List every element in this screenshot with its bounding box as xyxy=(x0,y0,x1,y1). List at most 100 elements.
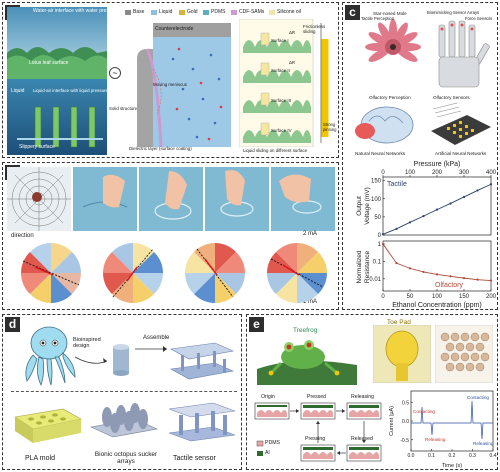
force-sensors-label: Force Sensors xyxy=(465,16,493,21)
touch-image-4 xyxy=(271,167,335,231)
natural-nn-label: Natural Neural Networks xyxy=(355,151,406,156)
olf-xlabel: Ethanol Concentration (ppm) xyxy=(392,302,482,309)
legend-swatch-oil xyxy=(269,10,275,15)
direction-label: direction xyxy=(11,233,34,239)
legend-gold: Gold xyxy=(187,9,198,15)
tactile-plot-frame xyxy=(382,176,492,236)
tactile-point xyxy=(422,215,425,218)
tactile-point xyxy=(462,195,466,199)
touch-image-1 xyxy=(73,167,137,231)
tactile-point xyxy=(408,221,412,224)
olf-point xyxy=(489,279,493,282)
contacting-label-1: Contacting xyxy=(413,409,435,414)
olf-point xyxy=(408,267,412,270)
tactile-point xyxy=(381,233,385,236)
toe-pad-label: Toe Pad xyxy=(387,319,411,326)
olf-point xyxy=(462,277,466,280)
bioinspired-label: Bioinspired design xyxy=(73,337,101,350)
panel-label-d: d xyxy=(5,317,20,332)
legend-pdms: PDMS xyxy=(211,9,226,15)
dielectric-label: Dielectric layer (surface coating) xyxy=(129,146,192,151)
current-xlabel: Time (s) xyxy=(442,463,462,469)
tactile-point xyxy=(435,208,439,211)
contacting-label-2: Contacting xyxy=(467,395,489,400)
olf-point xyxy=(449,275,452,278)
legend-al-e: Al xyxy=(265,450,270,456)
surface-2-label: Surface II xyxy=(271,68,290,73)
assembled-illustration xyxy=(170,342,235,380)
current-xtick-label: 0.2 xyxy=(449,453,456,459)
tactile-xtick-label: 200 xyxy=(432,170,443,176)
current-trace xyxy=(411,400,493,440)
releasing-label-2: Releasing xyxy=(473,441,494,446)
droplet-schematic xyxy=(137,23,231,148)
olfactory-perception-label: Olfactory Perception xyxy=(369,95,411,100)
polar-map-4 xyxy=(267,243,327,303)
olf-xtick-label: 100 xyxy=(432,294,443,300)
tactile-xtick-label: 400 xyxy=(486,170,497,176)
legend-swatch-liquid xyxy=(151,10,157,15)
current-ytick-label: -0.5 xyxy=(400,438,409,444)
toe-pad-illustration xyxy=(373,325,431,383)
biomimicking-label: Biomimicking Sensor Arrays xyxy=(427,10,480,15)
pressing-label: Pressing xyxy=(305,436,326,442)
releasing-label-1: Releasing xyxy=(425,437,446,442)
material-legend: Base Liquid Gold PDMS CDF-SAMs Silicone … xyxy=(125,9,335,17)
current-ytick-label: 0.5 xyxy=(402,400,409,406)
olf-point xyxy=(381,242,385,246)
octopus-illustration xyxy=(25,326,76,387)
tactile-point xyxy=(449,202,452,205)
touch-image-3 xyxy=(205,167,269,231)
legend-liquid: Liquid xyxy=(159,9,173,15)
micro-hex-illustration xyxy=(435,325,493,383)
panel-label-c: c xyxy=(345,5,360,20)
olf-series-label: Olfactory xyxy=(435,282,464,289)
assemble-label: Assemble xyxy=(143,335,170,341)
legend-oil: Silicone oil xyxy=(277,9,301,15)
tactile-point xyxy=(476,189,479,192)
panel-b: b direction magnitude 2 mA 1 mA xyxy=(2,162,339,310)
current-xtick-label: 0.4 xyxy=(490,453,497,459)
panel-label-e: e xyxy=(249,317,264,332)
tactile-xtick-label: 100 xyxy=(405,170,416,176)
spider-web-image xyxy=(7,167,71,231)
water-label: Water-air interface with water pressure xyxy=(33,8,119,14)
current-xtick-label: 0.0 xyxy=(408,453,415,459)
tactile-ytick-label: 150 xyxy=(371,179,382,185)
lotus-label: Lotus leaf surface xyxy=(29,60,69,66)
treefrog-label: Treefrog xyxy=(293,327,318,334)
solid-structure-label: Solid structure xyxy=(109,106,138,111)
origin-label: Origin xyxy=(261,394,275,400)
olf-ytick-label: 1 xyxy=(378,242,382,248)
olf-ytick-label: 0.01 xyxy=(369,277,381,283)
olfactory-sensors-label: Olfactory Sensors xyxy=(433,95,470,100)
tactile-ytick-label: 50 xyxy=(374,215,381,221)
tactile-point xyxy=(489,183,493,186)
legend-swatch-gold xyxy=(179,10,185,15)
tactile-ytick-label: 100 xyxy=(371,197,382,203)
legend-cdf: CDF-SAMs xyxy=(239,9,265,15)
pla-mold-label: PLA mold xyxy=(25,455,55,462)
tilde-icon: ~ xyxy=(109,67,121,79)
liquid-label: Liquid xyxy=(11,88,25,94)
arrow-bioinspired xyxy=(74,356,108,364)
robot-hand-illustration xyxy=(438,20,490,88)
tactile-ylabel-1: Output xyxy=(356,196,363,216)
tactile-sensor-illustration xyxy=(168,402,236,442)
released-label: Released xyxy=(351,436,373,442)
panel-d: d Bioinspired design Assemble xyxy=(2,314,242,470)
olf-point xyxy=(476,278,479,281)
olf-point xyxy=(435,273,439,276)
polar-map-1 xyxy=(21,243,81,303)
moving-meniscus-label: Moving meniscus xyxy=(153,82,187,87)
artificial-nn-label: Artificial Neural Networks xyxy=(435,151,487,156)
panel-e: e Treefrog Toe Pad xyxy=(246,314,498,470)
liquid-interface-label: Liquid-air interface with liquid pressur… xyxy=(33,88,108,93)
panel-c: c Star-nosed Mole Tactile Perception Olf… xyxy=(342,2,498,310)
olf-ylabel-2: Resistance xyxy=(364,251,371,284)
pla-mold-illustration xyxy=(14,408,82,443)
bionic-sucker-illustration xyxy=(90,403,158,438)
